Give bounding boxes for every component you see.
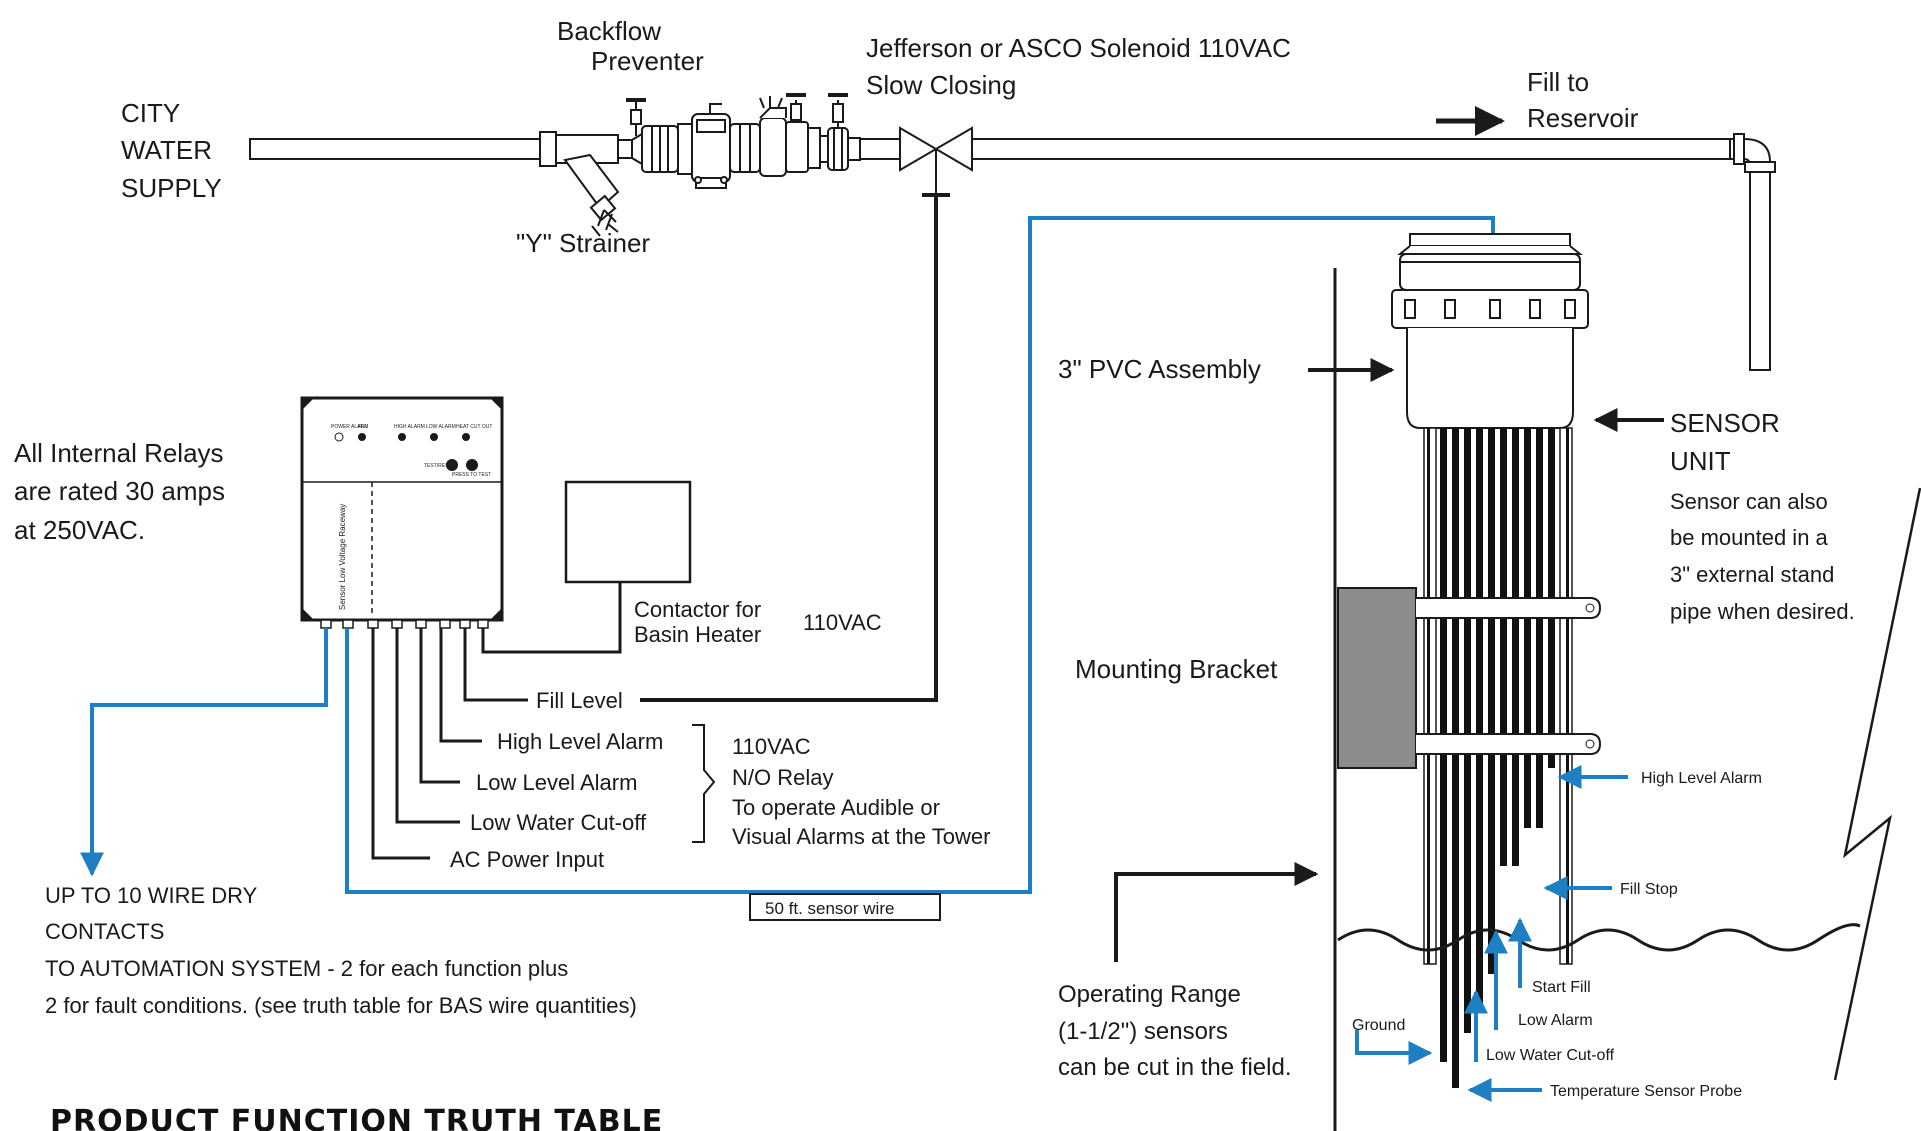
probe-low-water-cutoff-label: Low Water Cut-off <box>1486 1047 1615 1064</box>
operating-range-1: Operating Range <box>1058 981 1241 1008</box>
relay-brace <box>692 724 716 843</box>
elbow-coupling-h <box>1733 133 1745 165</box>
relay-group-2: N/O Relay <box>732 765 833 790</box>
test-reset-label: TEST/RESET <box>424 463 455 469</box>
bas-contacts-4: 2 for fault conditions. (see truth table… <box>45 993 637 1018</box>
ac-power-input-label: AC Power Input <box>450 847 604 872</box>
low-water-cutoff-label: Low Water Cut-off <box>470 810 647 835</box>
relay-note-3: at 250VAC. <box>14 515 145 545</box>
mounting-bracket-label: Mounting Bracket <box>1075 654 1278 684</box>
elbow-coupling-v <box>1744 161 1776 173</box>
solenoid-label-2: Slow Closing <box>866 70 1016 100</box>
high-alarm-led <box>398 433 406 441</box>
probe-start-fill-label: Start Fill <box>1532 979 1591 996</box>
control-panel: POWER ALARM FILL HIGH ALARM LOW ALARM HE… <box>300 396 504 629</box>
relay-note-2: are rated 30 amps <box>14 476 225 506</box>
sensor-wire-label: 50 ft. sensor wire <box>765 899 894 918</box>
low-level-alarm-label: Low Level Alarm <box>476 770 637 795</box>
relay-note-1: All Internal Relays <box>14 438 224 468</box>
probe-low-alarm-label: Low Alarm <box>1518 1012 1593 1029</box>
panel-indicators: POWER ALARM FILL HIGH ALARM LOW ALARM HE… <box>331 424 492 478</box>
backflow-label-1: Backflow <box>557 16 661 46</box>
probe-ground-label: Ground <box>1352 1017 1405 1034</box>
probe-fill-stop-label: Fill Stop <box>1620 881 1678 898</box>
city-water-line-2: WATER <box>121 135 212 165</box>
wire-fill-level <box>463 628 528 702</box>
sensor-note-3: 3" external stand <box>1670 562 1834 587</box>
wire-low-water-cutoff <box>395 628 460 824</box>
bas-contacts-3: TO AUTOMATION SYSTEM - 2 for each functi… <box>45 956 568 981</box>
raceway-label: Sensor Low Voltage Raceway <box>338 504 347 610</box>
reservoir-wall-break <box>1833 487 1921 1081</box>
operating-range-3: can be cut in the field. <box>1058 1054 1291 1081</box>
high-level-alarm-label: High Level Alarm <box>497 729 663 754</box>
fill-led <box>358 433 366 441</box>
backflow-label-2: Preventer <box>591 46 704 76</box>
relay-group-3: To operate Audible or <box>732 795 940 820</box>
bas-contacts-1: UP TO 10 WIRE DRY <box>45 883 258 908</box>
indicator-label-3: HIGH ALARM <box>394 424 425 430</box>
y-strainer-label: "Y" Strainer <box>516 228 650 258</box>
sensor-unit-label-1: SENSOR <box>1670 408 1780 438</box>
operating-range-2: (1-1/2") sensors <box>1058 1018 1228 1045</box>
supply-pipe-segment-1 <box>249 138 541 160</box>
relay-group-4: Visual Alarms at the Tower <box>732 824 990 849</box>
probe-temperature-label: Temperature Sensor Probe <box>1550 1083 1742 1100</box>
solenoid-label-1: Jefferson or ASCO Solenoid 110VAC <box>866 33 1291 63</box>
fill-reservoir-label-2: Reservoir <box>1527 103 1639 133</box>
test-reset-button[interactable] <box>446 459 458 471</box>
contactor-label-2: Basin Heater <box>634 622 761 647</box>
indicator-label-5: HEAT CUT OUT <box>456 424 492 430</box>
sensor-note-1: Sensor can also <box>1670 489 1828 514</box>
bas-contacts-2: CONTACTS <box>45 919 164 944</box>
heat-cutout-led <box>462 433 470 441</box>
fill-reservoir-label-1: Fill to <box>1527 67 1589 97</box>
press-to-test-label: PRESS TO TEST <box>452 472 491 478</box>
probe-arrows <box>1355 765 1628 1102</box>
pipe-coupling <box>539 131 557 167</box>
contactor-label-1: Contactor for <box>634 597 761 622</box>
sensor-wire <box>345 216 1495 894</box>
supply-pipe-segment-3 <box>971 138 1731 160</box>
probe-high-level-alarm-label: High Level Alarm <box>1641 770 1762 787</box>
city-water-line-1: CITY <box>121 98 180 128</box>
contactor-box <box>564 480 692 584</box>
supply-pipe-segment-2 <box>859 138 901 160</box>
wire-low-level-alarm <box>419 628 460 784</box>
wire-ac-power <box>371 628 430 860</box>
supply-pipe <box>249 93 1776 371</box>
city-water-label: CITY WATER SUPPLY <box>121 98 222 203</box>
pvc-assembly-label: 3" PVC Assembly <box>1058 354 1261 384</box>
sensor-housing <box>1391 233 1589 429</box>
solenoid-valve <box>899 126 973 197</box>
relay-group-1: 110VAC <box>732 734 811 759</box>
bas-wire <box>80 628 328 877</box>
sensor-wire-tag <box>749 893 941 921</box>
mounting-bracket <box>1337 587 1602 769</box>
power-alarm-led <box>334 432 344 442</box>
operating-range-arrow <box>1114 862 1319 962</box>
low-alarm-led <box>430 433 438 441</box>
pipe-elbow <box>1729 138 1771 371</box>
indicator-label-4: LOW ALARM <box>426 424 456 430</box>
contactor-voltage: 110VAC <box>803 610 882 635</box>
press-to-test-button[interactable] <box>466 459 478 471</box>
sensor-unit-label-2: UNIT <box>1670 446 1731 476</box>
indicator-label-1: POWER ALARM <box>331 424 368 430</box>
sensor-note-2: be mounted in a <box>1670 525 1829 550</box>
wire-high-level-alarm <box>439 628 482 743</box>
ground-arrow <box>1355 1030 1433 1065</box>
sensor-note-4: pipe when desired. <box>1670 599 1855 624</box>
fill-level-wire <box>640 195 938 702</box>
y-strainer <box>555 134 620 237</box>
truth-table-title: PRODUCT FUNCTION TRUTH TABLE <box>50 1104 663 1131</box>
indicator-label-2: FILL <box>358 424 368 430</box>
water-surface <box>1337 923 1861 952</box>
city-water-line-3: SUPPLY <box>121 173 222 203</box>
fill-level-label: Fill Level <box>536 688 623 713</box>
backflow-preventer <box>617 93 861 189</box>
